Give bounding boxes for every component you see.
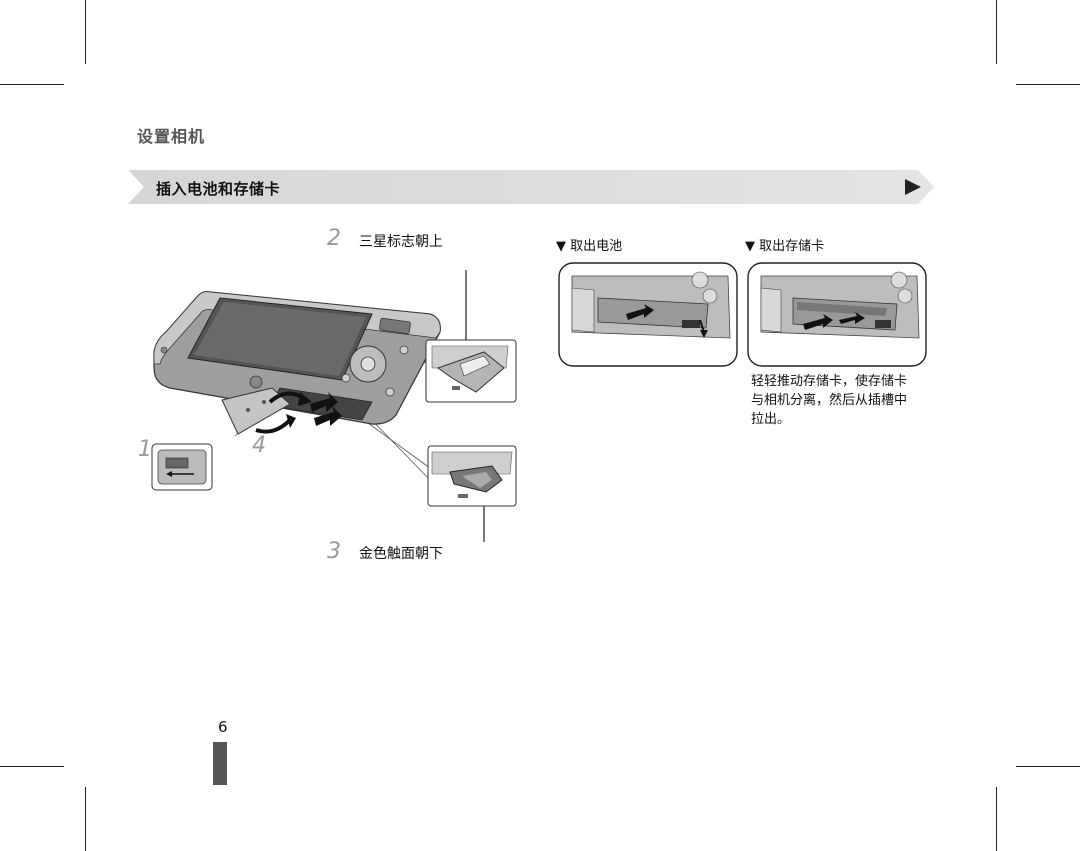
camera-illustration [151, 270, 517, 542]
crop-mark [996, 787, 997, 851]
remove-battery-image [558, 262, 738, 367]
step-3-text: 金色触面朝下 [359, 546, 443, 562]
crop-mark [85, 787, 86, 851]
remove-card-description: 轻轻推动存储卡，使存储卡 与相机分离，然后从插槽中 拉出。 [751, 372, 941, 429]
remove-card-image [747, 262, 927, 367]
crop-mark [1016, 84, 1080, 85]
crop-mark [996, 0, 997, 64]
description-line: 与相机分离，然后从插槽中 [751, 393, 908, 408]
step-2-text: 三星标志朝上 [359, 234, 443, 250]
page-number: 6 [218, 718, 228, 736]
step-1-number: 1 [138, 437, 152, 462]
crop-mark [85, 0, 86, 64]
remove-battery-heading: ▼ 取出电池 [556, 239, 623, 254]
step-3-number: 3 [327, 539, 341, 564]
camera-body [153, 291, 441, 425]
section-title: 设置相机 [137, 127, 206, 146]
section-banner [128, 170, 934, 204]
banner-title: 插入电池和存储卡 [156, 180, 281, 198]
step-2-number: 2 [327, 226, 341, 251]
step-4-number: 4 [252, 433, 266, 458]
next-arrow-icon[interactable] [903, 177, 923, 197]
battery-inset [425, 339, 517, 403]
crop-mark [1016, 766, 1080, 767]
lock-switch-inset [151, 443, 213, 491]
page-marker-bar [213, 742, 227, 785]
remove-card-heading: ▼ 取出存储卡 [745, 239, 825, 254]
card-inset [427, 445, 517, 507]
crop-mark [0, 766, 64, 767]
description-line: 轻轻推动存储卡，使存储卡 [751, 374, 908, 389]
description-line: 拉出。 [751, 412, 791, 427]
crop-mark [0, 84, 64, 85]
